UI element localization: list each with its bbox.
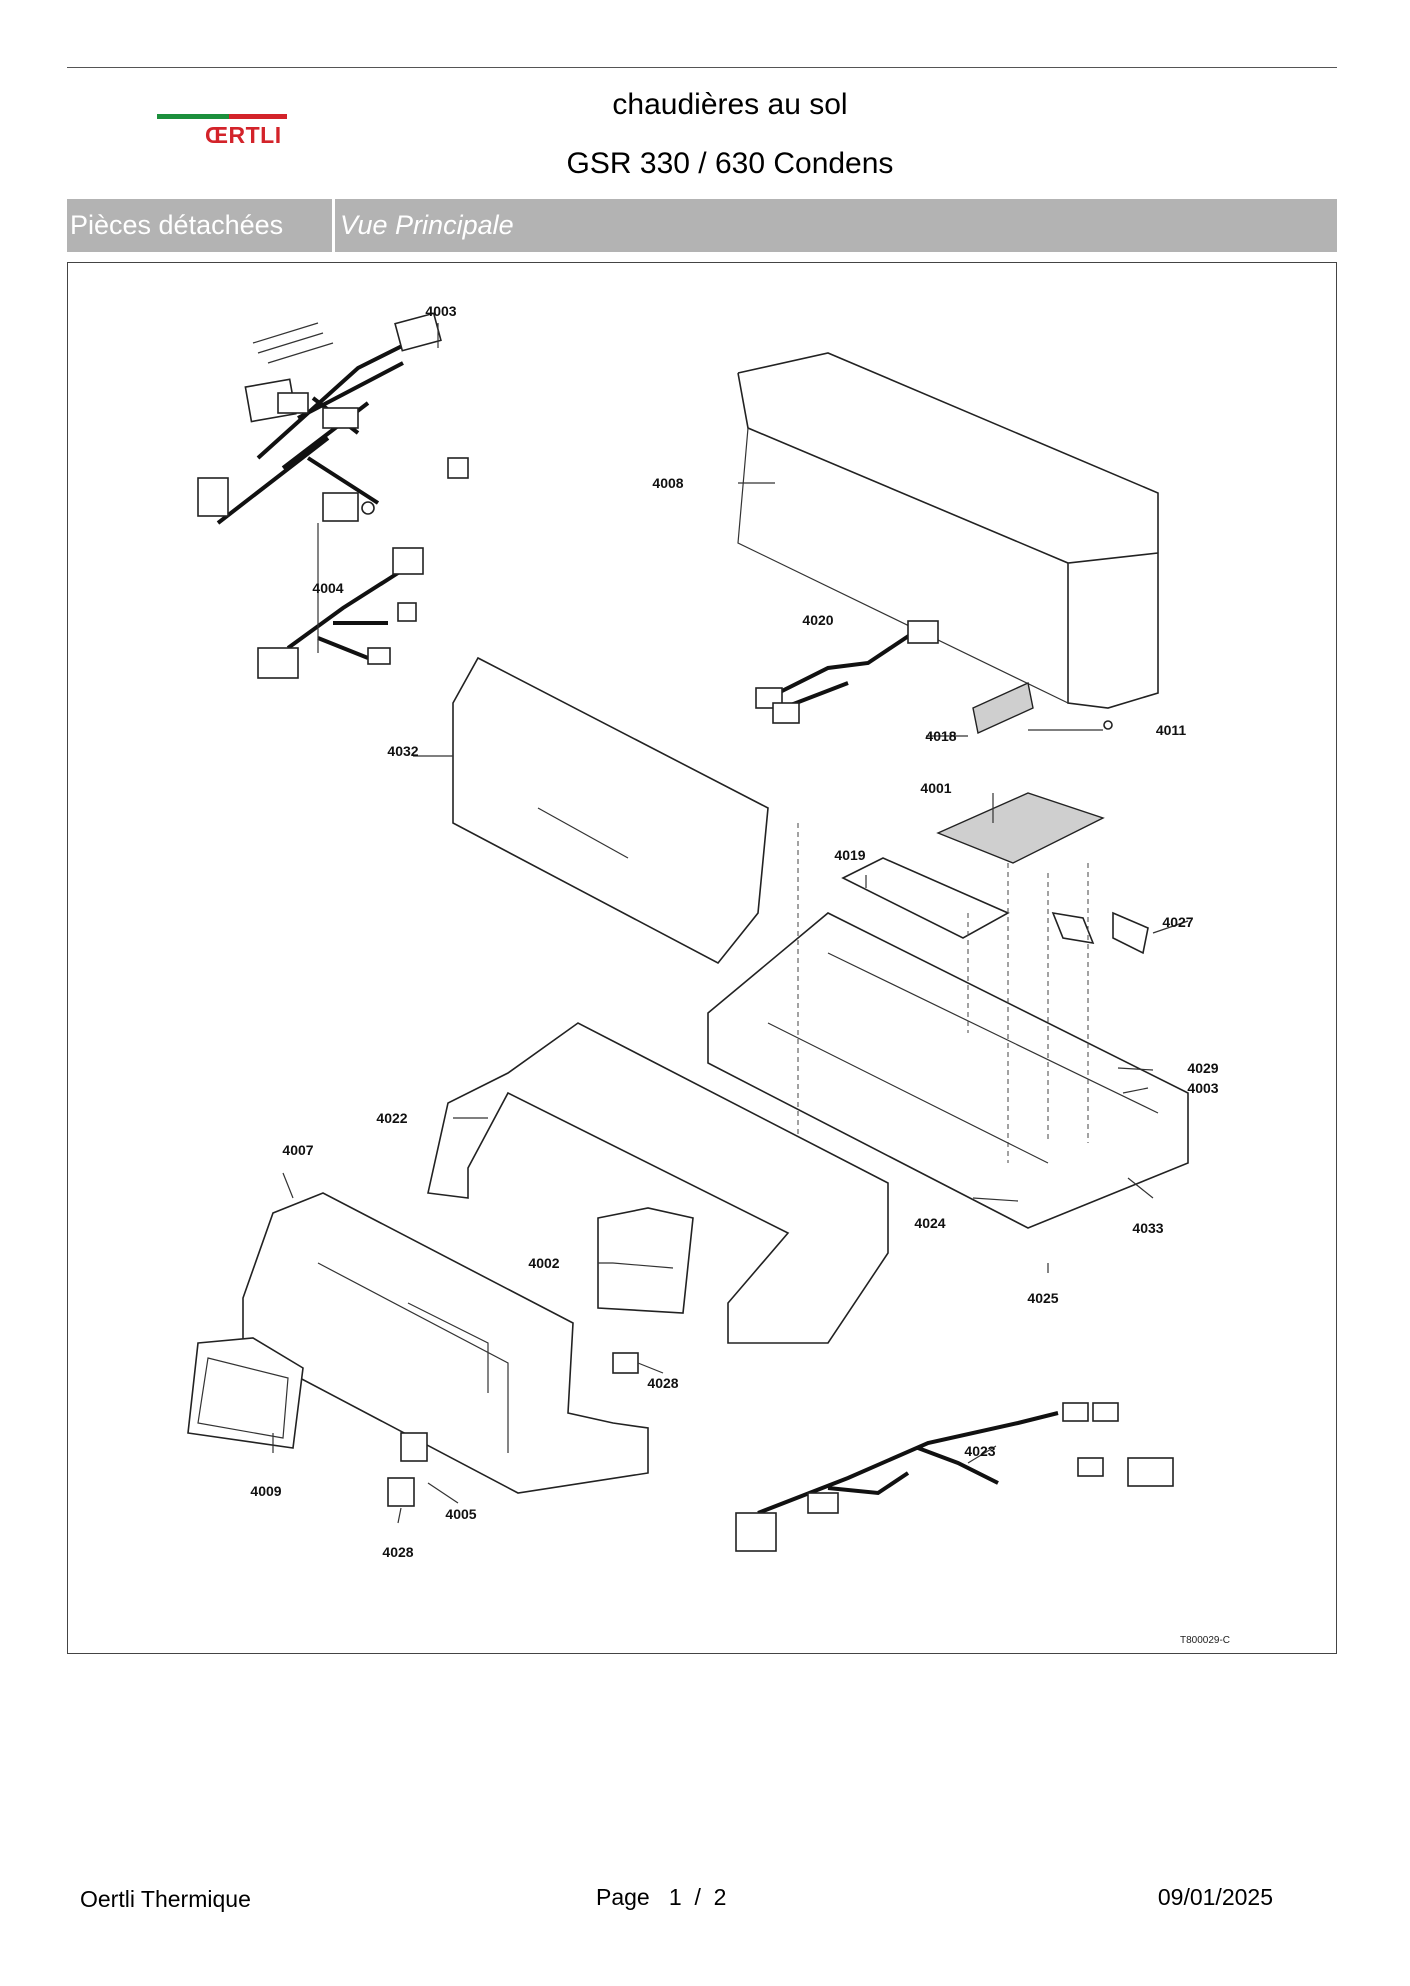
callout-4001: 4001 xyxy=(920,780,951,796)
hood-4022 xyxy=(427,1022,889,1344)
front-cover-4032 xyxy=(452,656,769,965)
harness-4023 xyxy=(735,1402,1174,1552)
document-category: chaudières au sol xyxy=(612,88,848,121)
wiring-harness-4004 xyxy=(257,547,424,679)
section-label: Pièces détachées xyxy=(70,210,284,240)
logo-red-stripe xyxy=(229,114,287,119)
band-separator xyxy=(332,199,335,252)
leader-lines xyxy=(272,323,1189,1524)
oertli-logo: ŒRTLI xyxy=(157,114,307,154)
callout-4019: 4019 xyxy=(834,847,865,863)
callout-4028-switch: 4028 xyxy=(382,1544,413,1560)
page-separator: / xyxy=(694,1884,701,1910)
callout-4032: 4032 xyxy=(387,743,418,759)
callout-4003-bracket: 4003 xyxy=(1187,1080,1218,1096)
harness-4020 xyxy=(755,620,939,724)
section-band: Pièces détachées Vue Principale xyxy=(67,199,1337,252)
callout-4025: 4025 xyxy=(1027,1290,1058,1306)
top-rule xyxy=(67,67,1337,68)
display-4002 xyxy=(597,1207,694,1314)
pcb-4018 xyxy=(972,681,1034,735)
product-title: GSR 330 / 630 Condens xyxy=(566,147,894,180)
connector-4028 xyxy=(612,1352,639,1374)
bezel-4009 xyxy=(187,1337,304,1449)
page-label: Page xyxy=(596,1884,650,1910)
callout-4022: 4022 xyxy=(376,1110,407,1126)
callout-4027: 4027 xyxy=(1162,914,1193,930)
callout-4029: 4029 xyxy=(1187,1060,1218,1076)
footer-date: 09/01/2025 xyxy=(1157,1884,1273,1910)
page-indicator: Page 1 / 2 xyxy=(596,1884,726,1911)
logo-green-stripe xyxy=(157,114,229,119)
footer-company: Oertli Thermique xyxy=(80,1886,251,1912)
wiring-harness-4003 xyxy=(197,312,469,525)
main-board-4001 xyxy=(936,792,1105,864)
front-panel-4007 xyxy=(242,1192,649,1494)
exploded-view-frame: 4003 4008 4004 4020 4032 4018 4011 4001 … xyxy=(67,262,1337,1654)
callout-4005: 4005 xyxy=(445,1506,476,1522)
chassis-4033 xyxy=(707,912,1189,1229)
clip-4027 xyxy=(1051,911,1149,955)
page-total: 2 xyxy=(713,1884,727,1910)
callout-4023: 4023 xyxy=(964,1443,995,1459)
cover-panel-4008 xyxy=(737,352,1159,709)
exploded-view-drawing: 4003 4008 4004 4020 4032 4018 4011 4001 … xyxy=(187,303,1230,1646)
switch-4005 xyxy=(400,1432,428,1462)
logo-wordmark: ŒRTLI xyxy=(205,122,282,148)
callout-4024: 4024 xyxy=(914,1215,945,1231)
screw-4011 xyxy=(1103,720,1113,730)
callout-4009: 4009 xyxy=(250,1483,281,1499)
switch-4028 xyxy=(387,1477,415,1507)
view-label: Vue Principale xyxy=(340,210,514,240)
callout-4007: 4007 xyxy=(282,1142,313,1158)
page-current: 1 xyxy=(668,1884,682,1910)
callout-4018: 4018 xyxy=(925,728,956,744)
callout-4002: 4002 xyxy=(528,1255,559,1271)
board-4019 xyxy=(841,857,1010,939)
callout-4033: 4033 xyxy=(1132,1220,1163,1236)
drawing-reference: T800029-C xyxy=(1180,1635,1230,1646)
callout-4004: 4004 xyxy=(312,580,343,596)
callout-4003-harness: 4003 xyxy=(425,303,456,319)
assembly-lines xyxy=(797,823,1089,1223)
callout-4011: 4011 xyxy=(1156,722,1187,738)
callout-4020: 4020 xyxy=(802,612,833,628)
callout-4008: 4008 xyxy=(652,475,683,491)
callout-4028-connector: 4028 xyxy=(647,1375,678,1391)
